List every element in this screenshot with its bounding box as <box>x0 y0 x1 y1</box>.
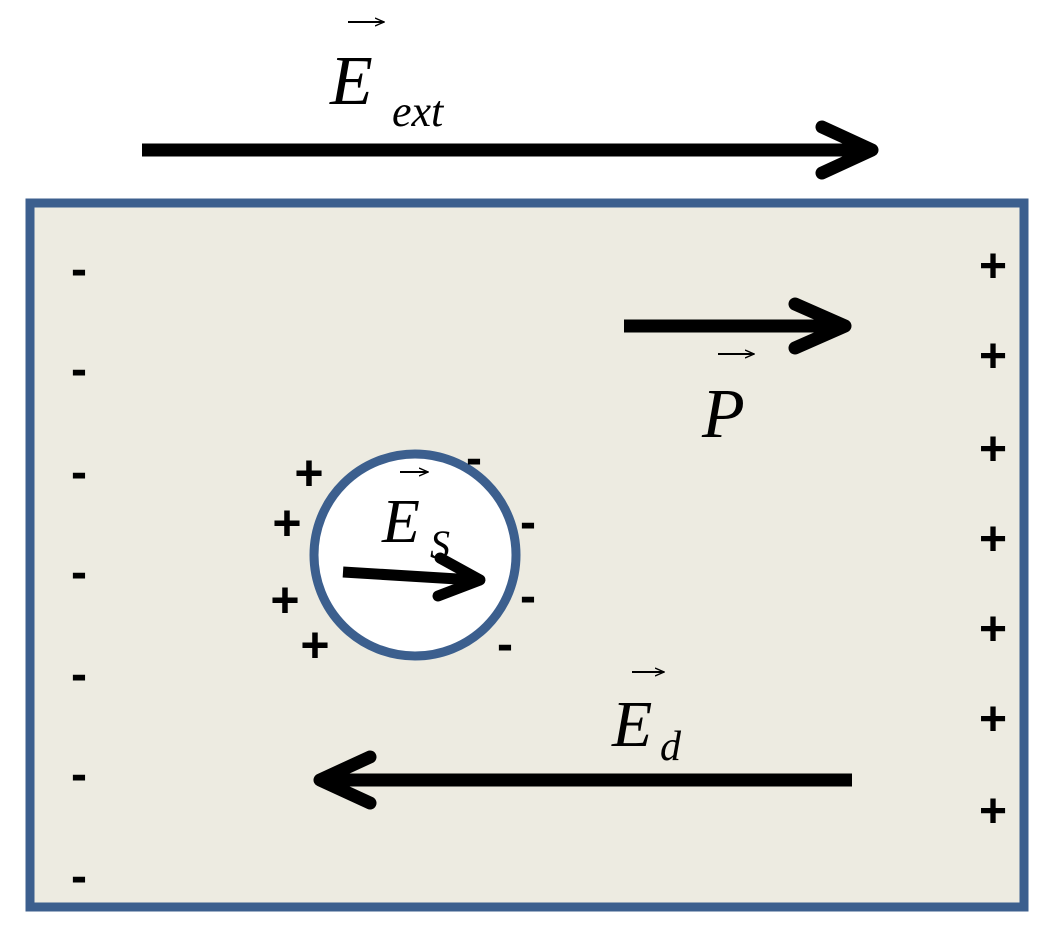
positive-charge: + <box>979 423 1007 476</box>
cavity-field-symbol: E <box>381 488 420 556</box>
cavity-negative-charge: - <box>466 432 482 485</box>
negative-charge: - <box>71 343 87 396</box>
cavity-positive-charge: + <box>294 445 323 501</box>
depolarization-field-label: E d <box>611 672 682 770</box>
negative-charge: - <box>71 850 87 903</box>
cavity-positive-charge: + <box>300 617 329 673</box>
negative-charge: - <box>71 648 87 701</box>
depolarization-field-subscript: d <box>660 724 682 770</box>
cavity-negative-charge: - <box>497 618 513 671</box>
external-field-subscript: ext <box>392 87 445 136</box>
cavity-left-charges: ++++ <box>270 445 329 673</box>
negative-charge: - <box>71 243 87 296</box>
cavity-field-arrow <box>342 552 486 602</box>
polarization-label: P <box>701 354 754 453</box>
cavity-negative-charge: - <box>520 570 536 623</box>
right-surface-charges: + + + + + + + <box>979 240 1007 838</box>
cavity-positive-charge: + <box>270 572 299 628</box>
negative-charge: - <box>71 446 87 499</box>
negative-charge: - <box>71 748 87 801</box>
cavity-field-label: E S <box>381 472 450 567</box>
external-field-symbol: E <box>329 43 373 120</box>
positive-charge: + <box>979 240 1007 293</box>
positive-charge: + <box>979 513 1007 566</box>
positive-charge: + <box>979 785 1007 838</box>
cavity-right-charges: ---- <box>466 432 536 671</box>
cavity-positive-charge: + <box>272 495 301 551</box>
depolarization-field-arrow <box>313 750 852 810</box>
negative-charge: - <box>71 546 87 599</box>
cavity-negative-charge: - <box>520 496 536 549</box>
left-surface-charges: - - - - - - - <box>71 243 87 903</box>
polarization-arrow <box>624 297 852 355</box>
spherical-cavity <box>309 449 521 661</box>
depolarization-field-symbol: E <box>611 688 652 761</box>
external-field-arrow <box>142 120 879 180</box>
external-field-label: E ext <box>329 22 445 136</box>
polarization-symbol: P <box>701 376 745 453</box>
positive-charge: + <box>979 603 1007 656</box>
dielectric-slab <box>25 198 1029 912</box>
positive-charge: + <box>979 330 1007 383</box>
positive-charge: + <box>979 693 1007 746</box>
